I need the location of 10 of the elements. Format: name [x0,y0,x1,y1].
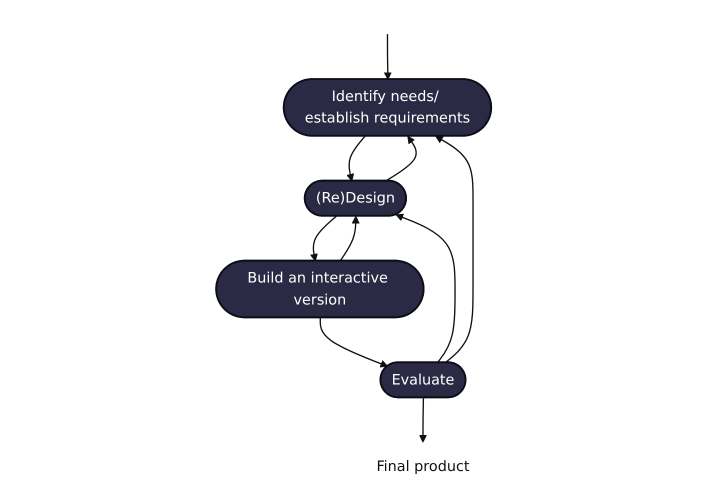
node-text: Final product [376,458,470,475]
arrow [418,398,427,443]
arrow [434,136,474,364]
arrow [319,318,388,368]
arrow [310,216,336,262]
arrow [346,136,366,182]
arrow [339,216,360,262]
arrow [395,214,456,364]
arrow [384,34,392,80]
arrow [384,136,416,182]
